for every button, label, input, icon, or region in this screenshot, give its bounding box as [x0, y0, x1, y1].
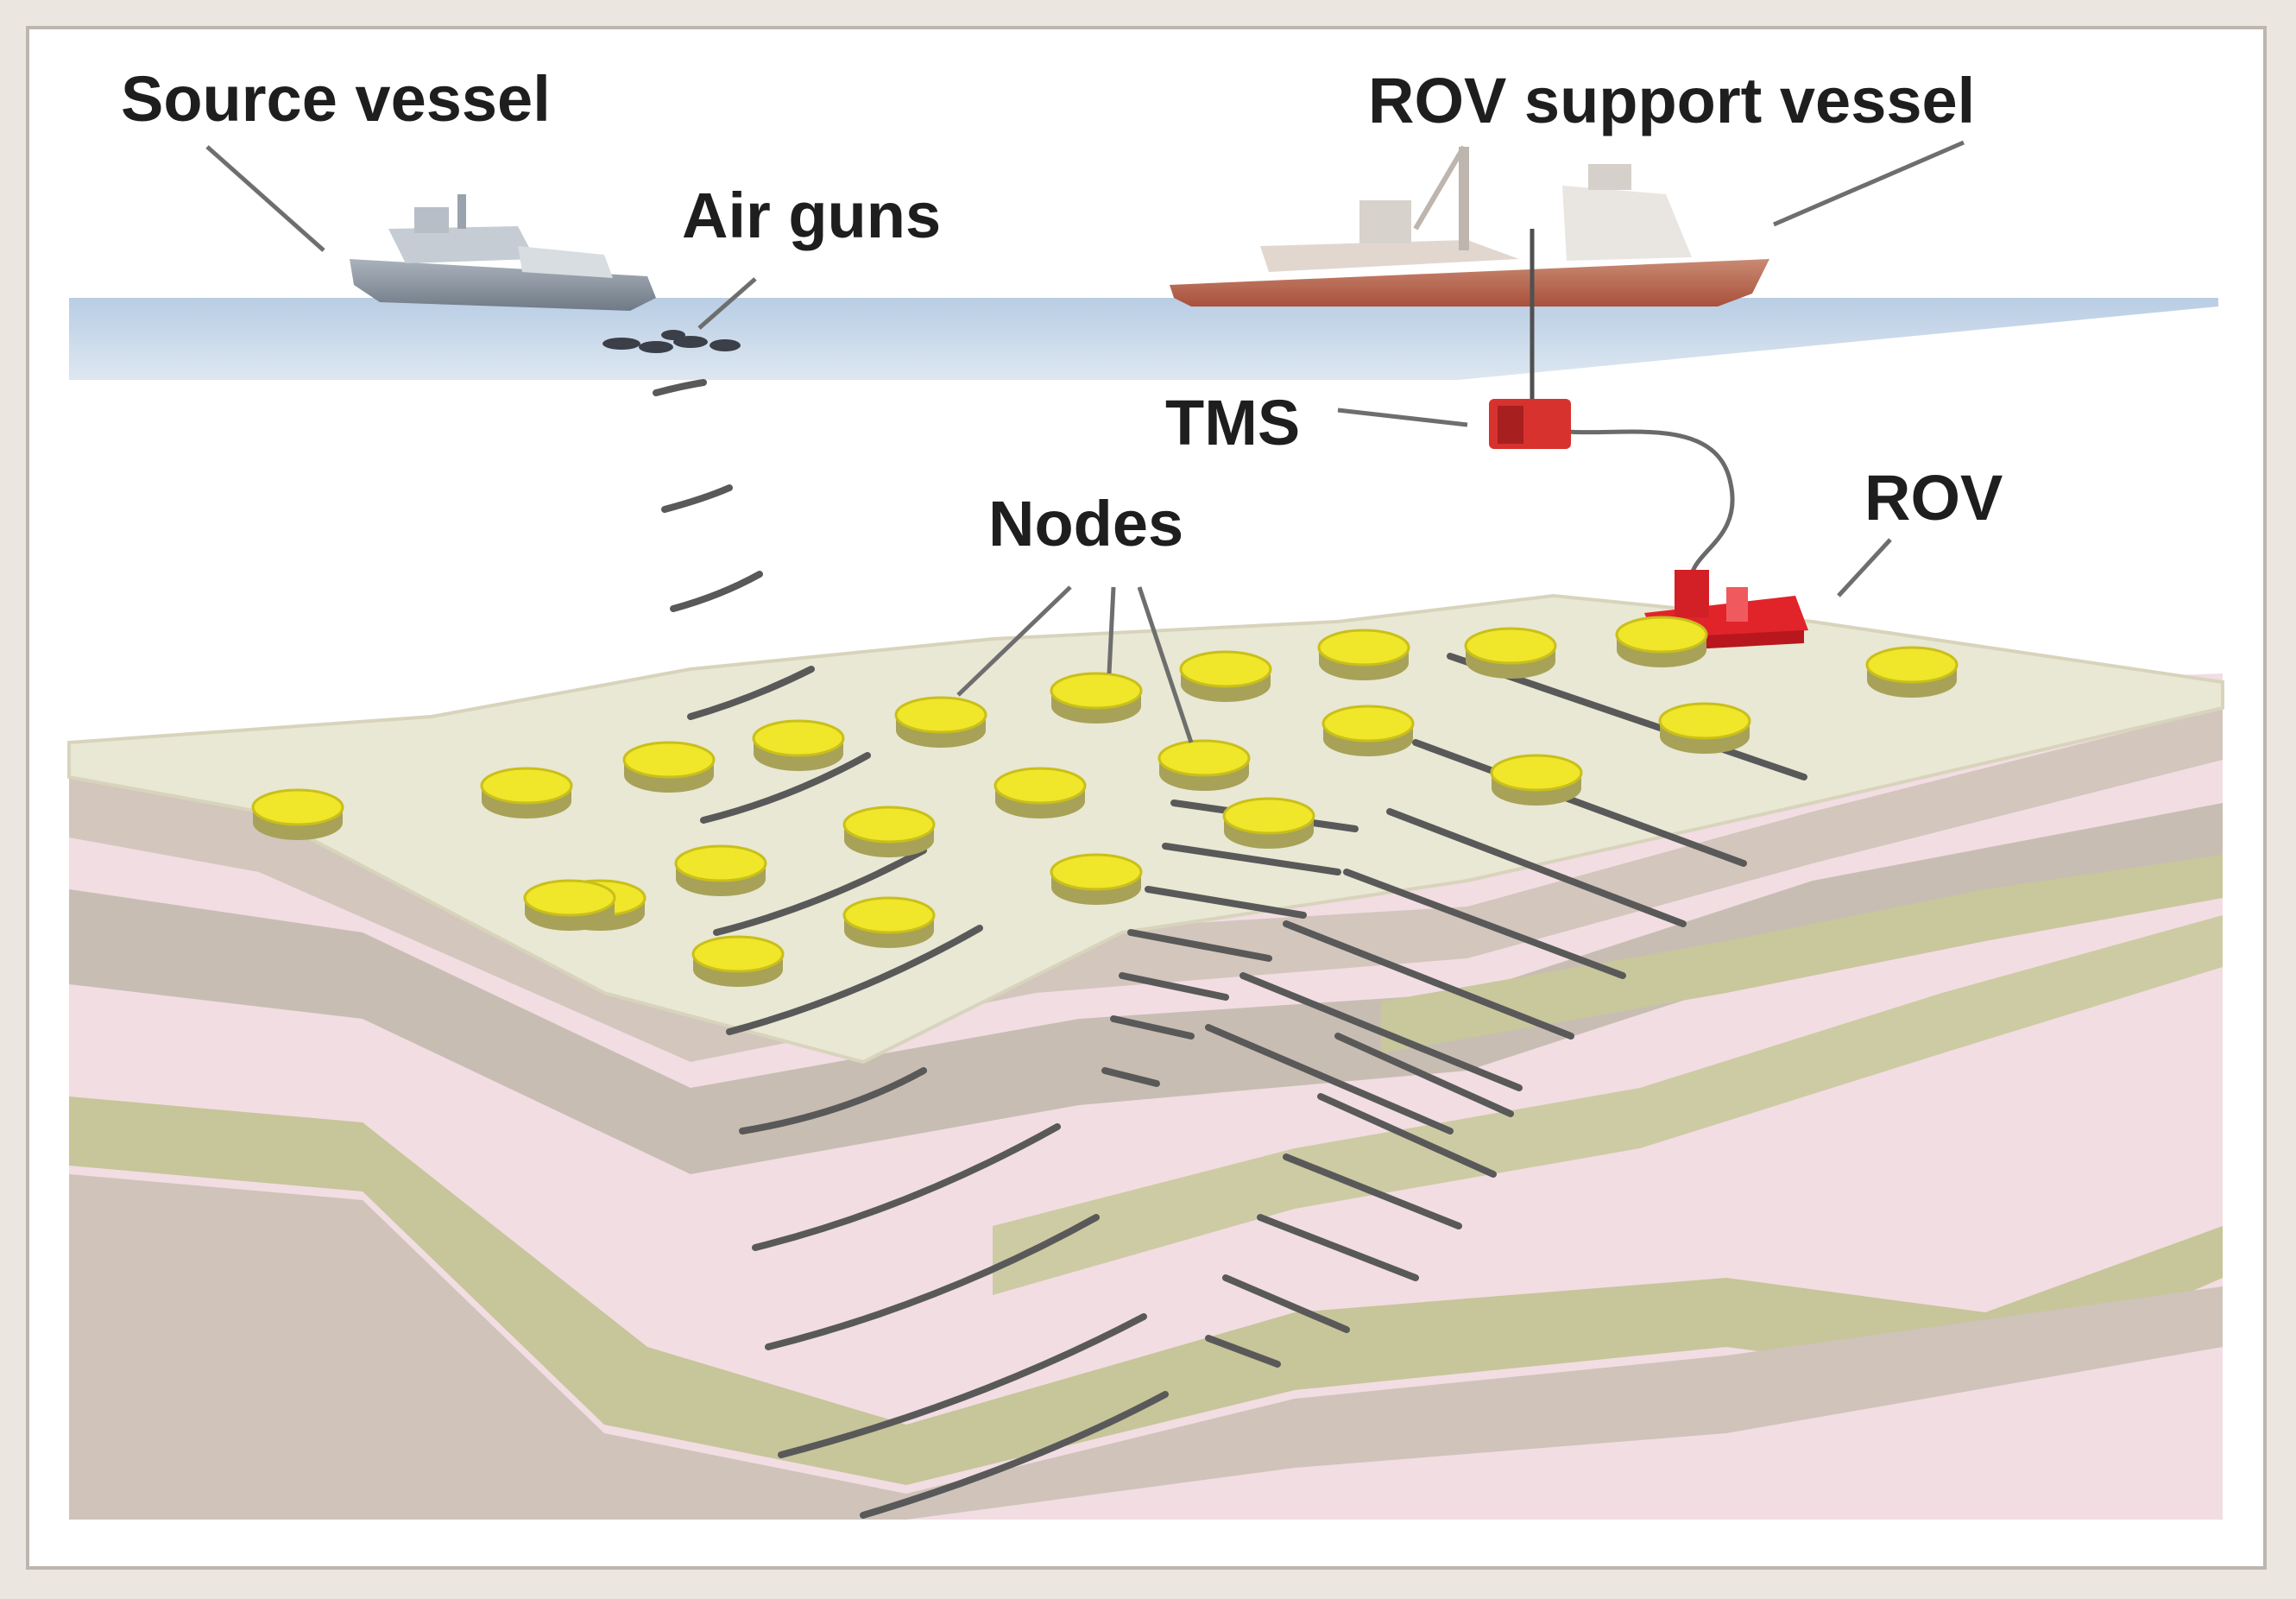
seabed-node-icon [1615, 616, 1708, 667]
leader-line [205, 145, 325, 252]
seabed-nodes [251, 616, 1959, 987]
reflection [1317, 1093, 1497, 1178]
reflection [1222, 1274, 1350, 1333]
reflection [1283, 920, 1574, 1040]
ship-icon [1170, 145, 1769, 307]
seabed-node-icon [1865, 646, 1959, 698]
source-vessel-label: Source vessel [121, 63, 551, 135]
seabed-node-icon [1317, 629, 1410, 680]
stratum-tan-mid [69, 803, 2223, 1174]
leader-line [1773, 140, 1965, 227]
seabed-node-icon [523, 879, 616, 931]
wavefront [726, 925, 983, 1035]
leader-line [1107, 586, 1116, 674]
wavefront [778, 1313, 1147, 1458]
wavefront [653, 379, 707, 396]
seabed-node-icon [1050, 672, 1143, 724]
seabed-node-icon [1658, 702, 1751, 754]
umbilical-cable [1566, 429, 1735, 588]
sea-surface [69, 298, 2218, 380]
reflection [1386, 808, 1687, 927]
air-guns-icon [602, 330, 741, 353]
reflection [1334, 1033, 1514, 1117]
leader-line [956, 585, 1072, 697]
wavefront [739, 1067, 927, 1134]
reflection [1162, 843, 1341, 875]
seabed-node-icon [1179, 650, 1272, 702]
leader-line [1137, 586, 1194, 743]
reflection [1101, 1067, 1160, 1087]
seabed-node-icon [842, 896, 936, 948]
seabed-node-icon [1222, 797, 1315, 849]
nodes-label: Nodes [988, 488, 1183, 559]
seabed-node-icon [1464, 627, 1557, 679]
seabed-node-icon [842, 806, 936, 857]
seabed-node-icon [674, 844, 767, 896]
reflection [1343, 869, 1626, 979]
leader-line [1837, 538, 1892, 597]
seismic-wavefronts [653, 379, 1807, 1519]
seabed-node-icon [993, 767, 1087, 818]
seabed-node-icon [1050, 853, 1143, 905]
wavefront [687, 666, 815, 720]
leader-line [1337, 408, 1468, 427]
wavefront [670, 571, 763, 612]
wavefront [661, 484, 733, 513]
seabed-node-icon [752, 719, 845, 771]
wavefront [700, 752, 871, 824]
seabed-node-icon [251, 788, 344, 840]
seabed-node-icon [480, 767, 573, 818]
wavefront [713, 847, 927, 936]
reflection [1205, 1024, 1454, 1134]
reflection [1412, 739, 1747, 867]
stratum-olive-mid [993, 915, 2223, 1295]
wavefront [765, 1214, 1100, 1350]
wavefront [860, 1391, 1169, 1519]
wavefront [752, 1123, 1061, 1251]
reflection [1110, 1015, 1195, 1040]
rov-label: ROV [1864, 462, 2003, 534]
ship-icon [350, 194, 656, 311]
reflection [1239, 972, 1523, 1091]
seabed-node-icon [691, 935, 785, 987]
air-guns-label: Air guns [682, 180, 941, 251]
seabed-node-icon [622, 741, 716, 793]
seabed-node-icon [1321, 705, 1415, 756]
seabed-node-icon [894, 696, 987, 748]
rov-support-vessel-label: ROV support vessel [1368, 65, 1975, 136]
reflection [1145, 886, 1307, 919]
reflection [1283, 1153, 1462, 1229]
stratum-olive-deep [69, 1097, 2223, 1485]
tms-label: TMS [1165, 387, 1300, 458]
leader-line [697, 277, 757, 330]
reflection [1205, 1335, 1281, 1368]
reflection [1257, 1214, 1419, 1281]
stratum-olive-upper [1381, 855, 2223, 1053]
reflection [1127, 929, 1272, 962]
reflection [1119, 972, 1229, 1001]
stratum-tan-deep [69, 1174, 2223, 1520]
seabed-node-icon [1157, 739, 1251, 791]
seabed-node-icon [1490, 754, 1583, 806]
tether-management-system-icon [1489, 399, 1571, 449]
